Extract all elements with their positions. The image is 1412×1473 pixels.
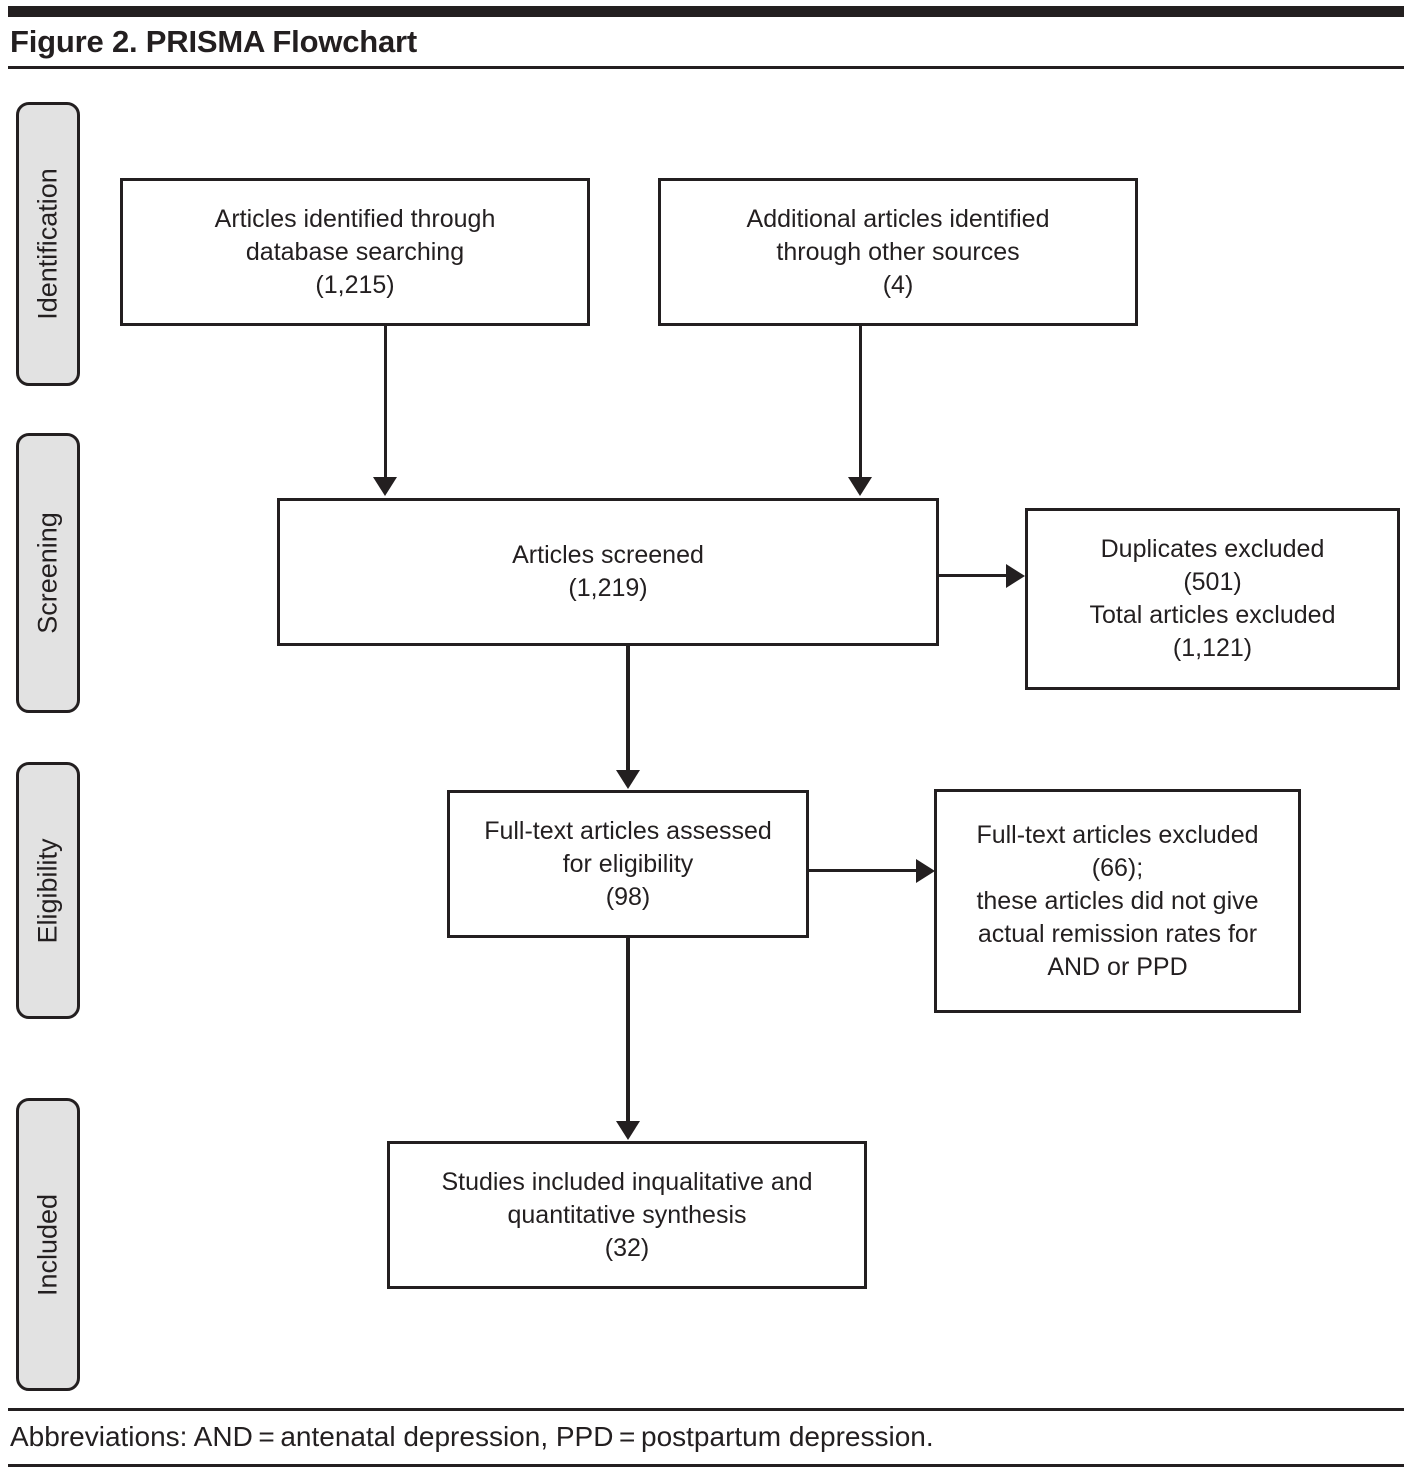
stage-label-screening-text: Screening: [32, 512, 63, 634]
arrowhead-screened-to-fulltext: [616, 770, 640, 789]
node-studies-included: Studies included inqualitative and quant…: [387, 1141, 867, 1289]
node-fulltext-excluded-text: Full-text articles excluded (66); these …: [968, 819, 1266, 984]
connector-screened-to-duplicates: [939, 574, 1009, 577]
figure-footnote: Abbreviations: AND = antenatal depressio…: [10, 1421, 934, 1452]
text-line: Total articles excluded: [1089, 601, 1336, 629]
stage-label-included: Included: [16, 1098, 80, 1391]
node-additional-articles-other-sources-text: Additional articles identified through o…: [739, 203, 1058, 302]
text-line: actual remission rates for: [977, 919, 1258, 948]
stage-label-eligibility: Eligibility: [16, 762, 80, 1019]
stage-label-identification-text: Identification: [32, 168, 63, 320]
text-line: for eligibility: [562, 849, 694, 878]
text-line: Studies included inqualitative and: [441, 1167, 813, 1196]
stage-label-screening: Screening: [16, 433, 80, 713]
connector-assessed-to-included: [626, 938, 630, 1124]
text-line: (1,121): [1172, 634, 1253, 662]
text-line: Full-text articles assessed: [484, 816, 772, 845]
text-line: these articles did not give: [976, 886, 1259, 915]
node-additional-articles-other-sources: Additional articles identified through o…: [658, 178, 1138, 326]
node-articles-identified-database: Articles identified through database sea…: [120, 178, 590, 326]
text-line: (1,215): [315, 270, 395, 299]
stage-label-identification: Identification: [16, 102, 80, 386]
text-line: (32): [604, 1233, 650, 1262]
node-studies-included-text: Studies included inqualitative and quant…: [433, 1166, 820, 1265]
node-articles-screened: Articles screened (1,219): [277, 498, 939, 646]
connector-other-to-screened: [859, 326, 862, 481]
arrowhead-other-to-screened: [848, 477, 872, 496]
arrowhead-assessed-to-included: [616, 1121, 640, 1140]
arrowhead-assessed-to-excluded: [916, 859, 935, 883]
footnote-top-rule: [8, 1408, 1404, 1411]
figure-title: Figure 2. PRISMA Flowchart: [10, 24, 418, 59]
text-line: Full-text articles excluded: [976, 820, 1259, 849]
arrowhead-database-to-screened: [373, 477, 397, 496]
text-line: Articles screened: [512, 541, 704, 569]
text-line: (66);: [1091, 853, 1144, 882]
text-line: AND or PPD: [1047, 952, 1188, 981]
text-line: (98): [605, 882, 651, 911]
node-duplicates-excluded-text: Duplicates excluded (501) Total articles…: [1082, 533, 1344, 665]
text-line: (1,219): [568, 574, 648, 602]
node-fulltext-assessed: Full-text articles assessed for eligibil…: [447, 790, 809, 938]
node-duplicates-excluded: Duplicates excluded (501) Total articles…: [1025, 508, 1400, 690]
node-articles-identified-database-text: Articles identified through database sea…: [207, 203, 504, 302]
connector-assessed-to-excluded: [809, 869, 919, 872]
stage-label-included-text: Included: [32, 1193, 63, 1296]
text-line: (501): [1183, 568, 1242, 596]
connector-database-to-screened: [384, 326, 387, 481]
connector-screened-to-fulltext: [626, 646, 630, 773]
text-line: quantitative synthesis: [507, 1200, 747, 1229]
text-line: (4): [882, 270, 914, 299]
arrowhead-screened-to-duplicates: [1006, 564, 1025, 588]
text-line: Articles identified through: [214, 204, 496, 233]
figure-title-rule: [8, 66, 1404, 69]
node-fulltext-excluded: Full-text articles excluded (66); these …: [934, 789, 1301, 1013]
text-line: database searching: [245, 237, 465, 266]
node-articles-screened-text: Articles screened (1,219): [504, 539, 712, 605]
node-fulltext-assessed-text: Full-text articles assessed for eligibil…: [476, 815, 780, 914]
figure-top-rule: [8, 6, 1404, 17]
text-line: Additional articles identified: [746, 204, 1050, 233]
text-line: through other sources: [776, 237, 1020, 266]
stage-label-eligibility-text: Eligibility: [32, 837, 63, 944]
text-line: Duplicates excluded: [1100, 535, 1325, 563]
footnote-bottom-rule: [8, 1464, 1404, 1467]
